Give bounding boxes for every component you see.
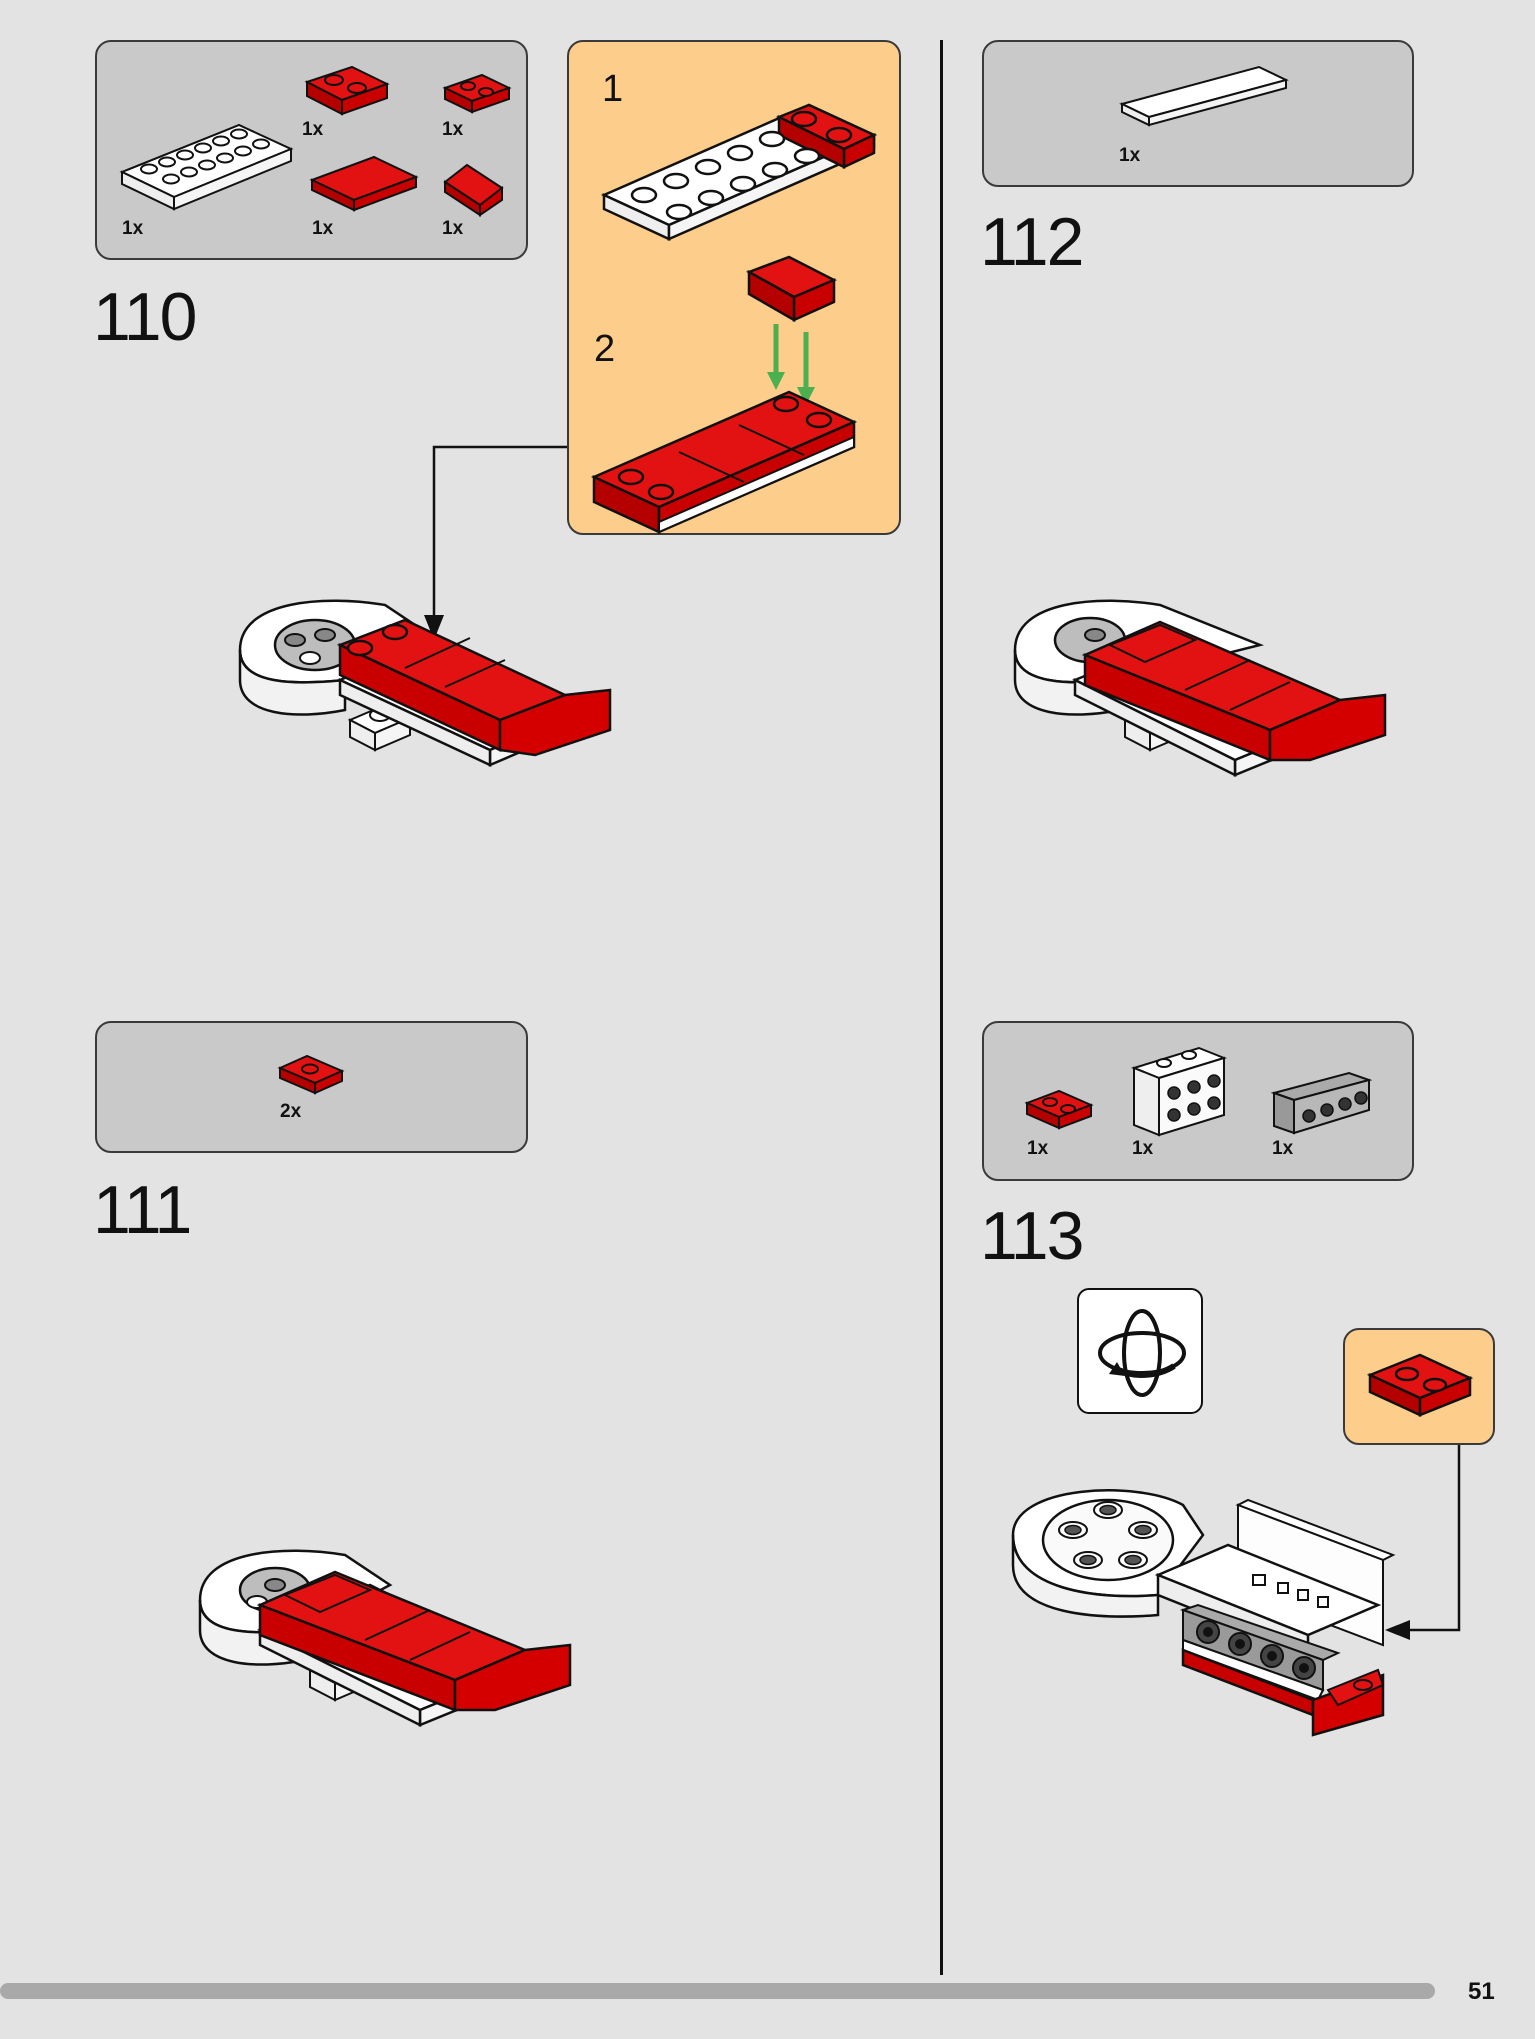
step-113-callout-box — [1343, 1328, 1495, 1445]
part-qty: 1x — [302, 119, 324, 140]
step-number: 113 — [980, 1198, 1084, 1274]
step-113-model — [1011, 1489, 1396, 1737]
step-112-parts-box: 1x — [982, 40, 1414, 187]
step-112-model — [1013, 599, 1387, 778]
part-qty: 1x — [1272, 1138, 1294, 1159]
red-slope-icon — [443, 163, 504, 217]
part-qty: 1x — [1027, 1138, 1049, 1159]
part-qty: 1x — [442, 119, 464, 140]
red-tile-2x2-icon — [309, 155, 419, 212]
white-bracket-icon — [1130, 1046, 1228, 1137]
red-plate-1x2-icon — [1366, 1353, 1474, 1417]
white-plate-with-red-plate-icon — [600, 103, 878, 241]
red-assembly-with-slope-icon — [590, 255, 858, 534]
red-plate-1x2-small-icon — [442, 73, 512, 114]
part-qty: 1x — [122, 218, 144, 239]
column-divider — [940, 40, 943, 1975]
part-qty: 1x — [1132, 1138, 1154, 1159]
step-number: 111 — [93, 1172, 192, 1248]
page-number: 51 — [1468, 1978, 1495, 2005]
step-110-subassembly-box: 1 2 — [567, 40, 901, 535]
substep-number: 2 — [594, 328, 616, 370]
substep-number: 1 — [602, 68, 624, 110]
white-tile-1x6-icon — [1119, 65, 1289, 127]
step-number: 110 — [93, 279, 197, 355]
white-plate-2x6-icon — [119, 123, 294, 211]
step-111-parts-box: 2x — [95, 1021, 528, 1153]
part-qty: 1x — [312, 218, 334, 239]
part-qty: 1x — [442, 218, 464, 239]
step-number: 112 — [980, 204, 1084, 280]
step-113-parts-box: 1x 1x 1x — [982, 1021, 1414, 1181]
step-110-model — [238, 599, 612, 767]
part-qty: 1x — [1119, 145, 1141, 166]
rotate-model-icon — [1077, 1288, 1203, 1414]
gray-bracket-icon — [1270, 1071, 1373, 1135]
red-plate-1x2-icon — [1024, 1089, 1094, 1130]
red-jumper-plate-icon — [277, 1054, 345, 1095]
step-111-model — [198, 1549, 572, 1728]
step-110-parts-box: 1x 1x 1x 1x 1x — [95, 40, 528, 260]
part-qty: 2x — [280, 1101, 302, 1122]
progress-bar-track — [0, 1983, 1435, 1999]
red-plate-1x2-icon — [304, 65, 390, 116]
